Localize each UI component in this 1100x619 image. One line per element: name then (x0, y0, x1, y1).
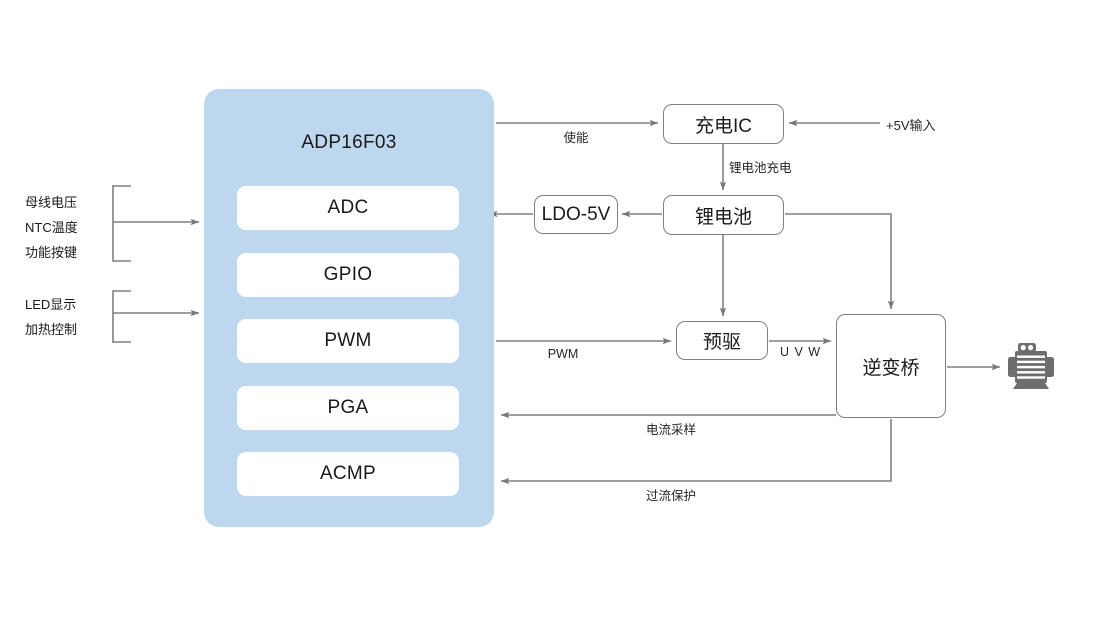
wire-label-over-current: 过流保护 (645, 489, 696, 503)
wire-label-enable: 使能 (563, 131, 589, 145)
wire-label-pwm: PWM (547, 347, 579, 361)
block-charger-ic[interactable]: 充电IC (663, 104, 784, 144)
wire-label-uvw: U V W (780, 345, 822, 359)
wire-label-battery-charge: 锂电池充电 (729, 161, 792, 175)
input-bracket-2 (112, 290, 131, 343)
input-label-bus-voltage: 母线电压 (25, 195, 78, 210)
input-bracket-1 (112, 185, 131, 262)
mcu-peripheral-acmp[interactable]: ACMP (237, 452, 459, 496)
mcu-peripheral-gpio[interactable]: GPIO (237, 253, 459, 297)
block-ldo-5v[interactable]: LDO-5V (534, 195, 618, 234)
mcu-peripheral-pwm[interactable]: PWM (237, 319, 459, 363)
motor-icon (1008, 343, 1054, 389)
input-label-function-key: 功能按键 (25, 245, 78, 260)
input-group-1: 母线电压 NTC温度 功能按键 (25, 190, 78, 265)
wire-over-current (500, 419, 892, 485)
block-inverter-bridge[interactable]: 逆变桥 (836, 314, 946, 418)
mcu-peripheral-pga[interactable]: PGA (237, 386, 459, 430)
mcu-title: ADP16F03 (301, 132, 397, 153)
input-label-heating-control: 加热控制 (25, 322, 78, 337)
block-battery[interactable]: 锂电池 (663, 195, 784, 235)
wire-battery-to-inverter (785, 213, 895, 310)
mcu-peripheral-adc[interactable]: ADC (237, 186, 459, 230)
input-label-led-display: LED显示 (25, 297, 77, 312)
input-label-ntc-temperature: NTC温度 (25, 220, 78, 235)
input-group-2: LED显示 加热控制 (25, 292, 77, 342)
wire-label-current-sense: 电流采样 (645, 423, 696, 437)
block-pre-driver[interactable]: 预驱 (676, 321, 768, 360)
wire-label-supply-in: +5V输入 (886, 118, 936, 133)
